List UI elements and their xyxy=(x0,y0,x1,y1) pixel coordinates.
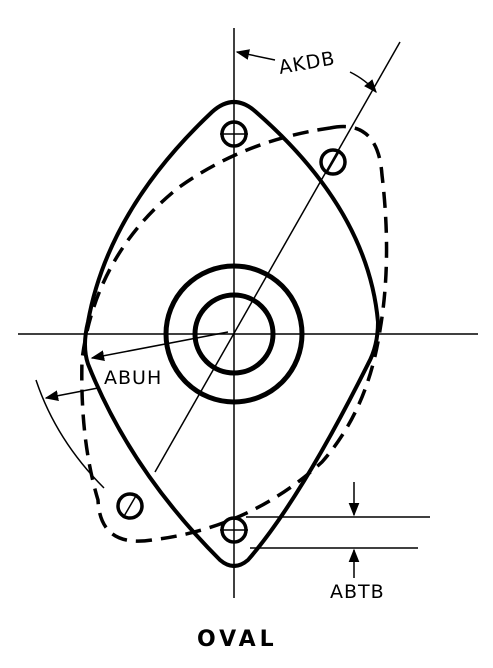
abuh-leader-left xyxy=(44,387,99,402)
akdb-leader-right xyxy=(349,71,377,94)
akdb-leader-left xyxy=(235,49,276,61)
angle-abuh-dimension xyxy=(35,331,229,489)
hub-outer-circle xyxy=(163,263,305,405)
hole-top xyxy=(220,120,248,148)
hole-bottom xyxy=(220,516,248,544)
center-hub xyxy=(163,263,305,405)
angle-akdb-dimension xyxy=(235,49,377,94)
hub-inner-circle xyxy=(192,292,276,376)
hole-rotated-bottom xyxy=(116,492,144,520)
centerlines xyxy=(18,28,478,598)
abuh-label: ABUH xyxy=(104,367,162,389)
diagram-caption: OVAL xyxy=(197,627,278,652)
hole-rotated-top xyxy=(319,148,347,176)
rotated-centerline xyxy=(154,41,401,473)
mounting-holes xyxy=(116,120,347,544)
abtb-label: ABTB xyxy=(330,581,385,603)
abuh-arc xyxy=(35,379,105,489)
akdb-label: AKDB xyxy=(277,47,337,79)
rotated-oval-dashed-outline xyxy=(80,124,389,543)
offset-abtb-dimension xyxy=(246,482,430,578)
abuh-leader-right xyxy=(90,331,229,362)
